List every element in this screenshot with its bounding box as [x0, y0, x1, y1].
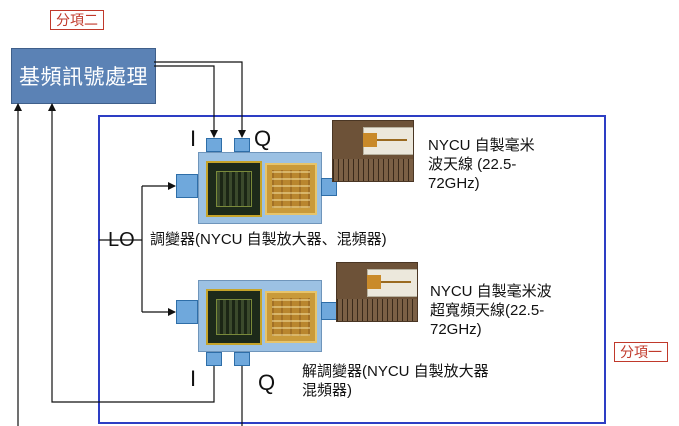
antenna2-caption-line3: 72GHz)	[430, 321, 482, 338]
antenna2-caption-line2: 超寬頻天線(22.5-	[430, 302, 545, 319]
demodulator-q-port	[234, 352, 250, 366]
q-label-bottom: Q	[258, 370, 276, 395]
demodulator-amplifier-chip	[206, 289, 262, 345]
wire-bb-to-q-top	[154, 61, 246, 138]
i-label-bottom: I	[190, 366, 197, 391]
rf-frontend-region	[98, 115, 606, 424]
i-label-top: I	[190, 126, 197, 151]
wire-i-bottom-to-bb	[48, 103, 215, 403]
modulator-mixer-chip	[265, 163, 317, 215]
baseband-processing-block: 基頻訊號處理	[11, 48, 156, 104]
antenna2-caption-line1: NYCU 自製毫米波	[430, 283, 552, 300]
modulator-rf-port	[321, 178, 337, 196]
modulator-lo-port	[176, 174, 198, 198]
section-one-tag: 分項一	[614, 342, 668, 362]
antenna2-photo	[336, 262, 418, 322]
modulator-module	[198, 152, 322, 224]
demodulator-caption-line1: 解調變器(NYCU 自製放大器	[302, 363, 489, 380]
demodulator-lo-port	[176, 300, 198, 324]
demodulator-rf-port	[321, 302, 337, 320]
demodulator-caption-line2: 混頻器)	[302, 382, 352, 399]
modulator-i-port	[206, 138, 222, 152]
modulator-q-port	[234, 138, 250, 152]
demodulator-i-port	[206, 352, 222, 366]
antenna1-photo	[332, 120, 414, 182]
demodulator-mixer-chip	[265, 291, 317, 343]
lo-label: LO	[108, 229, 135, 251]
q-label-top: Q	[254, 126, 272, 151]
section-two-tag: 分項二	[50, 10, 104, 30]
wire-bb-to-i-top	[154, 65, 218, 138]
demodulator-module	[198, 280, 322, 352]
baseband-processing-label: 基頻訊號處理	[19, 66, 148, 89]
antenna1-caption-line2: 波天線 (22.5-	[428, 156, 517, 173]
modulator-caption: 調變器(NYCU 自製放大器、混頻器)	[150, 231, 387, 248]
antenna1-caption-line3: 72GHz)	[428, 175, 480, 192]
antenna1-caption-line1: NYCU 自製毫米	[428, 137, 535, 154]
modulator-amplifier-chip	[206, 161, 262, 217]
